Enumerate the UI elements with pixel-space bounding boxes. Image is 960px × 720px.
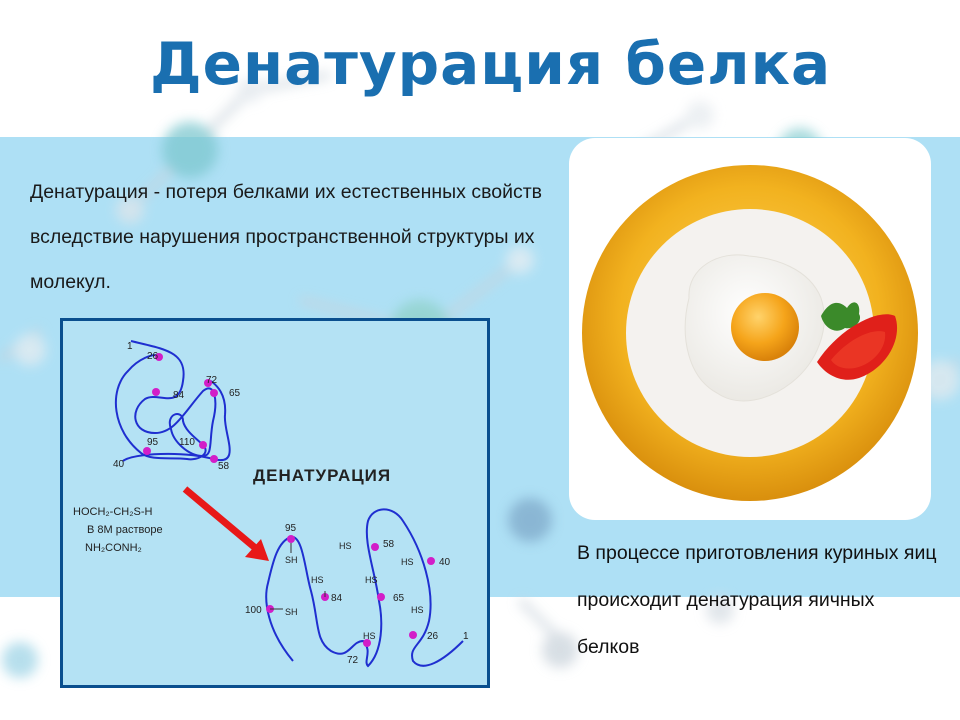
denatured-label: 65 [393,593,405,604]
definition-text: Денатурация - потеря белками их естестве… [30,181,543,293]
hs-group-label: HS [401,557,414,567]
denatured-residue-dot [409,631,417,639]
hs-group-label: HS [363,631,376,641]
native-residue-dot [210,455,218,463]
native-label: 40 [113,459,125,470]
fried-egg-image [569,138,931,520]
native-protein-chain [115,340,217,461]
native-label: 26 [147,351,159,362]
egg-caption: В процессе приготовления куриных яиц про… [577,542,937,658]
sh-group-label: SH [285,555,298,565]
native-label: 58 [218,461,230,472]
sh-group-label: SH [285,607,298,617]
native-label: 95 [147,437,159,448]
denatured-label: 1 [463,631,469,642]
denatured-label: 72 [347,655,359,666]
slide-title: Денатурация белка [150,30,832,98]
denatured-residue-dot [363,639,371,647]
denatured-residue-dot [427,557,435,565]
denatured-label: 95 [285,523,297,534]
denatured-label: 58 [383,539,395,550]
diagram-canvas: 1 26 84 72 65 95 110 40 58 ДЕНАТУРАЦИЯ H… [73,340,469,668]
denatured-label: 84 [331,593,343,604]
hs-group-label: HS [411,605,424,615]
native-residue-dot [210,389,218,397]
native-label: 65 [229,388,241,399]
egg-yolk [731,293,799,361]
arrow-head [245,539,269,561]
native-residue-dot [199,441,207,449]
hs-group-label: HS [311,575,324,585]
denatured-label: 26 [427,631,439,642]
denatured-label: 40 [439,557,451,568]
denaturation-diagram: 1 26 84 72 65 95 110 40 58 ДЕНАТУРАЦИЯ H… [60,318,490,688]
denatured-residue-dot [371,543,379,551]
native-residue-dot [204,379,212,387]
hs-group-label: HS [339,541,352,551]
hs-group-label: HS [365,575,378,585]
parsley-garnish [821,302,861,331]
reagent-line: В 8М растворе [87,524,163,536]
native-residue-dot [152,388,160,396]
native-label: 1 [127,341,133,352]
denatured-residue-dot [287,535,295,543]
native-label: 72 [206,375,218,386]
native-residue-dot [155,353,163,361]
native-label: 110 [179,437,195,448]
native-label: 84 [173,390,185,401]
denatured-residue-dot [377,593,385,601]
fried-egg-illustration [582,165,918,501]
native-protein-chain-tail [122,380,231,462]
denaturation-arrow [182,486,262,554]
tomato-inner [831,331,886,369]
denatured-label: 100 [245,605,262,616]
denaturation-label: ДЕНАТУРАЦИЯ [253,466,391,485]
reagent-line: HOCH₂-CH₂S-H [73,506,152,518]
native-residue-dot [143,447,151,455]
reagent-line: NH₂CONH₂ [85,542,142,554]
